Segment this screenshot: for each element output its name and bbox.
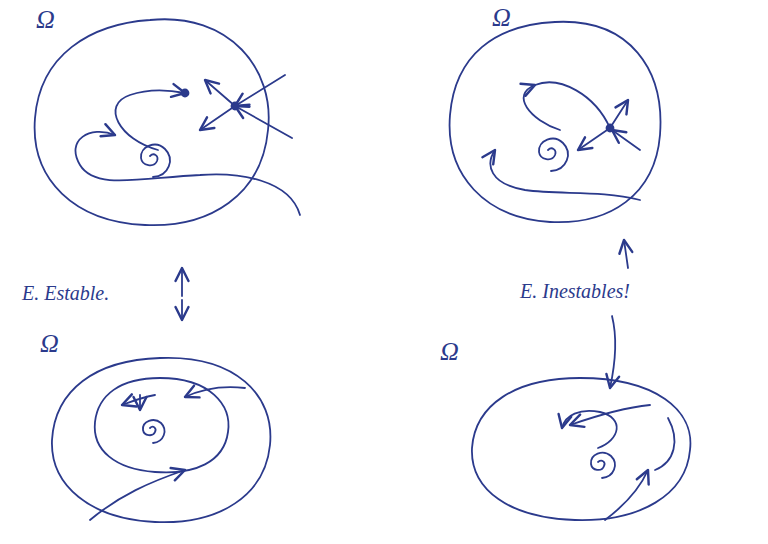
- region-label: Ω: [492, 4, 511, 33]
- stable-portrait-1: [35, 19, 300, 225]
- region-label: Ω: [36, 6, 55, 35]
- region-label: Ω: [40, 330, 59, 359]
- stable-portrait-2: [52, 358, 270, 522]
- equilibrium-note: E. Inestables!: [520, 280, 630, 302]
- unstable-portrait-2: [472, 378, 690, 520]
- equilibrium-note: E. Estable.: [22, 282, 109, 304]
- region-label: Ω: [440, 338, 459, 367]
- unstable-portrait-1: [450, 22, 661, 222]
